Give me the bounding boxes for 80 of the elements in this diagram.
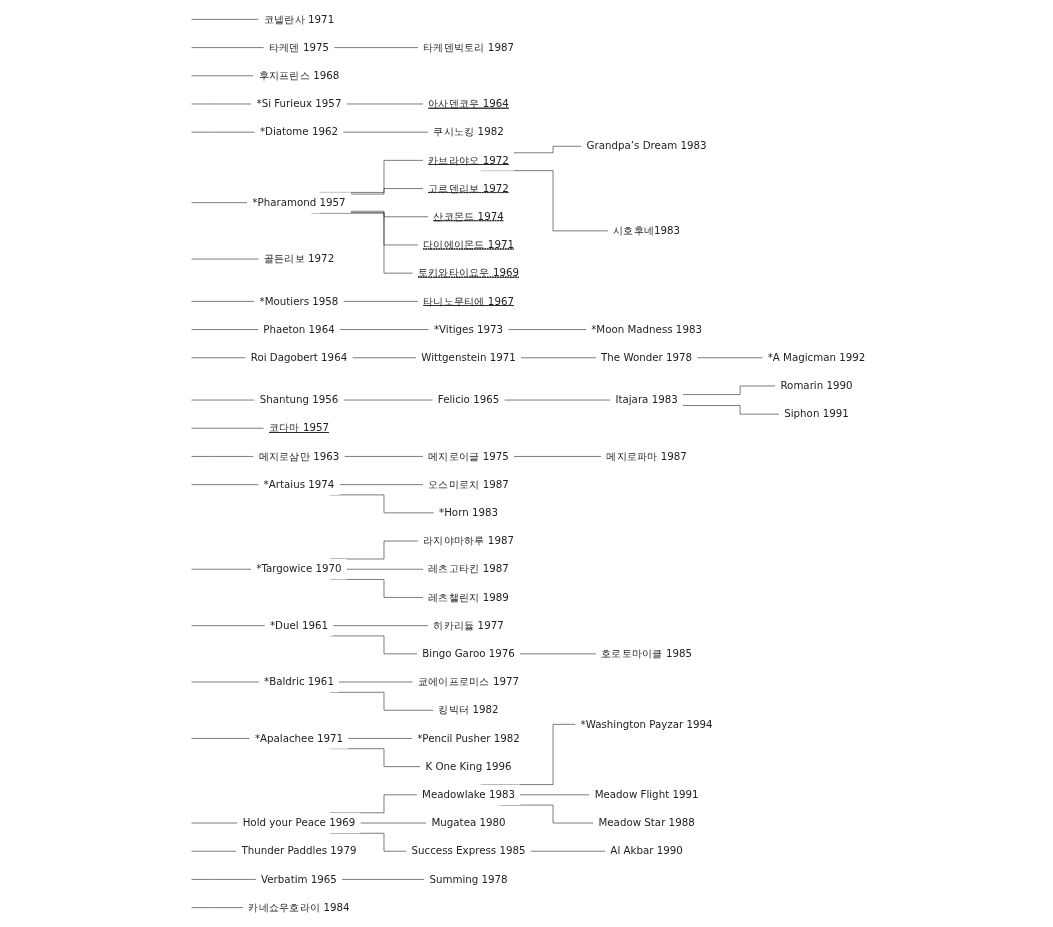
- node-text: 코다마 1957: [268, 421, 330, 435]
- node-text: *Horn 1983: [439, 506, 499, 519]
- node-text: 토키와타이요우 1969: [417, 266, 520, 279]
- node-text: 산코몬드 1974: [433, 210, 504, 223]
- node-text: *Moon Madness 1983: [591, 323, 702, 336]
- connector: [513, 456, 602, 457]
- node-text: *Diatome 1962: [259, 125, 339, 138]
- node-text: 호로토마이클 1985: [601, 647, 693, 660]
- node-text: *Apalachee 1971: [254, 732, 344, 745]
- connector: [191, 329, 259, 330]
- node-text: Mugatea 1980: [431, 816, 506, 829]
- node-text: 레츠챌린지 1989: [428, 591, 509, 604]
- connector: [191, 738, 251, 739]
- node-text: 메지로파마 1987: [606, 450, 687, 463]
- connector: [507, 329, 587, 330]
- connector: [344, 456, 424, 457]
- connector: [191, 879, 257, 880]
- connector: [339, 329, 430, 330]
- connector: [350, 188, 424, 195]
- node-text: *Si Furieux 1957: [256, 97, 342, 110]
- node-text: 코넬란사 1971: [263, 12, 335, 26]
- node-text: Meadow Star 1988: [598, 816, 695, 829]
- connector: [682, 385, 776, 395]
- connector: [341, 879, 425, 880]
- node-text: *Washington Payzar 1994: [580, 717, 713, 731]
- node-text: Roi Dagobert 1964: [250, 351, 348, 364]
- node-text: 레츠고타킨 1987: [428, 562, 509, 576]
- node-text: 타케덴 1975: [268, 41, 330, 54]
- node-text: *Moutiers 1958: [259, 294, 339, 308]
- node-text: Summing 1978: [429, 873, 508, 886]
- node-text: 다이에이몬드 1971: [423, 238, 514, 251]
- node-text: *Artaius 1974: [263, 478, 335, 491]
- node-text: Felicio 1965: [437, 393, 500, 406]
- node-text: Phaeton 1964: [263, 323, 335, 336]
- node-text: Siphon 1991: [784, 407, 849, 420]
- connector: [191, 456, 254, 457]
- node-text: Romarin 1990: [780, 379, 853, 392]
- node-text: The Wonder 1978: [601, 351, 693, 364]
- node-text: Bingo Garoo 1976: [422, 647, 515, 660]
- connector: [191, 47, 265, 48]
- node-text: 아사덴코우 1964: [428, 97, 509, 110]
- node-text: 오스미로치 1987: [428, 478, 509, 491]
- node-text: Thunder Paddles 1979: [241, 844, 357, 857]
- node-text: *A Magicman 1992: [767, 351, 866, 364]
- connector: [311, 212, 414, 274]
- connector: [513, 145, 582, 154]
- node-text: 킹빅터 1982: [438, 703, 499, 716]
- node-text: 쿠시노킹 1982: [433, 125, 504, 138]
- connector: [329, 635, 418, 655]
- node-text: 쿄에이프로미스 1977: [417, 675, 520, 688]
- node-text: *Vitiges 1973: [433, 323, 504, 336]
- node-text: Itajara 1983: [615, 393, 678, 406]
- connector: [682, 405, 780, 415]
- connector: [347, 738, 413, 739]
- node-text: 메지로삼만 1963: [258, 450, 340, 463]
- node-text: Shantung 1956: [259, 393, 339, 406]
- node-text: Verbatim 1965: [261, 873, 337, 886]
- node-text: 타니노무티에 1967: [423, 294, 514, 308]
- connector: [350, 210, 429, 218]
- node-text: 고르덴리보 1972: [428, 182, 509, 195]
- node-text: *Baldric 1961: [264, 675, 334, 688]
- connector: [333, 47, 419, 48]
- node-text: Al Akbar 1990: [610, 844, 683, 857]
- node-text: 메지로이글 1975: [428, 450, 509, 463]
- node-text: 골든리보 1972: [263, 252, 335, 265]
- node-text: K One King 1996: [425, 760, 512, 773]
- node-text: 라지야마하루 1987: [423, 534, 514, 547]
- node-text: 후지프린스 1968: [258, 69, 340, 82]
- node-text: 시호후네1983: [613, 224, 681, 237]
- node-text: Grandpa’s Dream 1983: [586, 139, 707, 153]
- node-text: *Duel 1961: [269, 619, 328, 632]
- node-text: 카네쇼우호라이 1984: [248, 901, 350, 914]
- node-text: 히카리듈 1977: [433, 619, 504, 632]
- connector: [191, 907, 244, 908]
- connector: [329, 494, 435, 514]
- node-text: Meadow Flight 1991: [594, 788, 699, 801]
- node-text: Wittgenstein 1971: [421, 351, 516, 364]
- node-text: Success Express 1985: [411, 844, 526, 857]
- node-text: 타케덴빅토리 1987: [423, 41, 514, 54]
- node-text: *Pencil Pusher 1982: [417, 732, 520, 745]
